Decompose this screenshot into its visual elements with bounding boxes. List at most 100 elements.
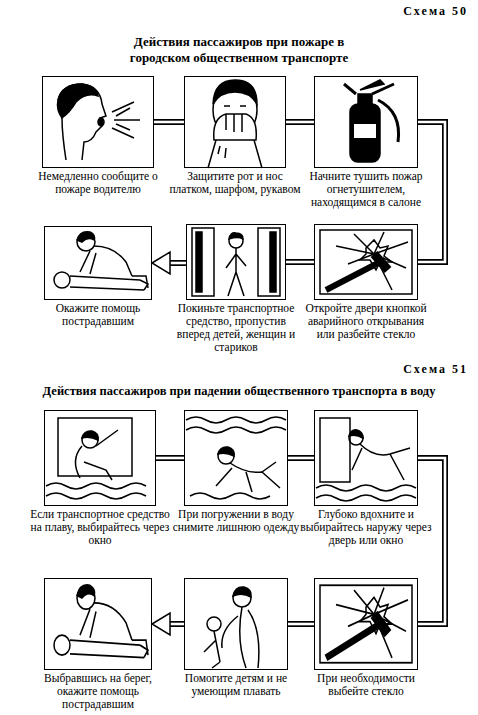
arrow-head: [152, 252, 170, 274]
connector-core: [154, 121, 184, 124]
swim-out-illustration: [352, 444, 410, 480]
shouting-person-illustration: [58, 84, 106, 160]
caption-block: Откройте двери кнопкой аварийного открыв…: [298, 302, 434, 341]
connector-outline: [169, 621, 184, 627]
step-caption: Окажите помощь пострадавшим: [28, 302, 168, 328]
scheme-number: Схема 50: [330, 4, 468, 19]
step-caption: Откройте двери кнопкой аварийного открыв…: [298, 302, 434, 341]
covered-face-illustration: [213, 80, 257, 104]
caption-block: Покиньте транспортное средство, пропусти…: [170, 302, 302, 354]
flow-connector: [286, 262, 314, 263]
scheme-number: Схема 51: [330, 362, 468, 377]
connector-core: [288, 623, 314, 626]
step-box: Откройте двери кнопкой аварийного открыв…: [314, 224, 418, 300]
caption-block: Начните тушить пожар огнетушителем, нахо…: [298, 170, 434, 209]
exit-door-illustration: [270, 232, 276, 292]
fire-extinguisher-illustration: [378, 100, 399, 142]
broken-glass-illustration: [320, 585, 412, 662]
step-caption: Помогите детям и не умеющим плавать: [168, 672, 304, 698]
connector-outline: [288, 455, 314, 461]
step-box: Выбравшись на берег, окажите помощь пост…: [44, 578, 152, 670]
help-child-illustration: [222, 616, 238, 648]
step-caption: Глубоко вдохните и выбирайтесь наружу че…: [298, 508, 434, 547]
step-caption: При необходимости выбейте стекло: [298, 672, 434, 698]
connector-outline: [154, 119, 184, 125]
step-box: Защитите рот и нос платком, шарфом, рука…: [184, 76, 286, 168]
connector-outline: [169, 260, 186, 266]
connector-outline: [418, 458, 445, 624]
help-child-illustration: [204, 631, 220, 668]
underwater-undress-illustration: [218, 447, 234, 456]
underwater-undress-illustration: [216, 462, 280, 492]
arrow-head: [152, 613, 170, 635]
flow-connector: [156, 458, 184, 459]
connector-core: [418, 458, 445, 624]
flow-connector: [152, 252, 186, 274]
connector-outline: [286, 259, 314, 265]
exit-door-illustration: [258, 228, 280, 296]
fire-extinguisher-illustration: [350, 104, 380, 162]
caption-block: При погружении в воду снимите лишнюю оде…: [168, 508, 304, 534]
connector-core: [169, 262, 186, 265]
step-caption: Покиньте транспортное средство, пропусти…: [170, 302, 302, 354]
step-caption: При погружении в воду снимите лишнюю оде…: [168, 508, 304, 534]
connector-core: [418, 122, 445, 262]
connector-core: [156, 457, 184, 460]
underwater-undress-illustration: [186, 427, 286, 433]
connector-core: [288, 457, 314, 460]
connector-core: [169, 623, 184, 626]
help-child-illustration: [233, 587, 251, 597]
caption-block: При необходимости выбейте стекло: [298, 672, 434, 698]
fire-extinguisher-illustration: [360, 80, 384, 90]
connector-outline: [288, 621, 314, 627]
first-aid-illustration: [54, 232, 148, 290]
step-caption: Защитите рот и нос платком, шарфом, рука…: [168, 170, 302, 196]
window-escape-illustration: [75, 430, 118, 480]
caption-block: Если транспортное средство на плаву, выб…: [28, 508, 172, 547]
first-aid-illustration: [54, 585, 148, 658]
caption-block: Помогите детям и не умеющим плавать: [168, 672, 304, 698]
help-child-illustration: [240, 607, 259, 668]
broken-glass-illustration: [320, 230, 412, 294]
section-title: Действия пассажиров при падении обществе…: [2, 384, 476, 399]
covered-face-illustration: [226, 114, 242, 132]
swim-out-illustration: [316, 418, 416, 501]
step-caption: Немедленно сообщите о пожаре водителю: [26, 170, 170, 196]
covered-face-illustration: [208, 80, 262, 168]
flow-connector: [154, 122, 184, 123]
step-box: При необходимости выбейте стекло: [314, 578, 418, 670]
caption-block: Выбравшись на берег, окажите помощь пост…: [28, 672, 168, 711]
window-escape-illustration: [58, 418, 132, 476]
underwater-undress-illustration: [186, 417, 286, 423]
flow-connector: [288, 458, 314, 459]
connector-outline: [156, 455, 184, 461]
window-escape-illustration: [46, 483, 146, 489]
flow-connector: [288, 624, 314, 625]
shouting-person-illustration: [58, 84, 99, 118]
step-box: Если транспортное средство на плаву, выб…: [44, 410, 156, 506]
covered-face-illustration: [208, 140, 262, 168]
flow-connector: [418, 458, 445, 624]
shouting-person-illustration: [112, 102, 140, 138]
fire-extinguisher-illustration: [344, 80, 399, 162]
window-escape-illustration: [82, 431, 98, 440]
shouting-person-illustration: [62, 118, 66, 160]
caption-block: Защитите рот и нос платком, шарфом, рука…: [168, 170, 302, 196]
shouting-person-illustration: [98, 118, 104, 126]
window-escape-illustration: [46, 418, 146, 499]
step-box: Начните тушить пожар огнетушителем, нахо…: [314, 76, 418, 168]
covered-face-illustration: [224, 105, 246, 107]
flow-connector: [286, 122, 314, 123]
step-box: Глубоко вдохните и выбирайтесь наружу че…: [314, 410, 418, 506]
underwater-undress-illustration: [190, 493, 270, 499]
flow-connector: [152, 613, 184, 635]
step-box: Немедленно сообщите о пожаре водителю: [42, 76, 154, 168]
swim-out-illustration: [320, 418, 350, 482]
diagram-title: Действия пассажиров при пожаре в городск…: [100, 34, 378, 65]
flow-connector: [418, 122, 445, 262]
step-box: Покиньте транспортное средство, пропусти…: [186, 224, 286, 300]
exit-door-illustration: [192, 228, 280, 296]
step-caption: Выбравшись на берег, окажите помощь пост…: [28, 672, 168, 711]
